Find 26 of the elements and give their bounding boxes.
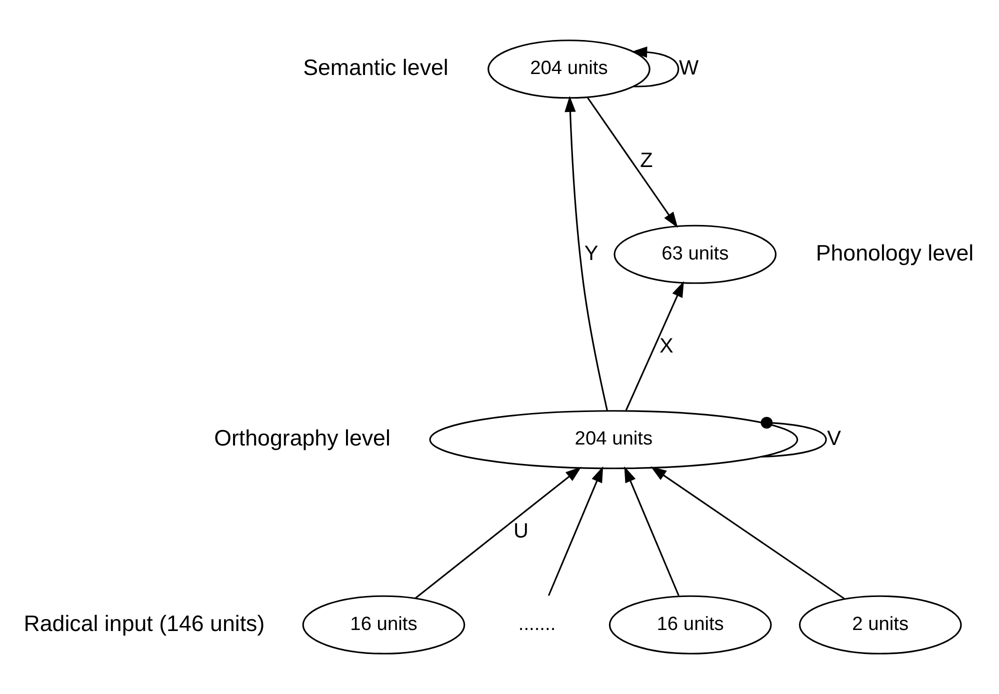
node-ellipse: 204 units — [429, 410, 798, 470]
arrow — [624, 466, 680, 596]
arrow — [587, 97, 678, 228]
arrow — [414, 466, 582, 599]
node-ellipse: 204 units — [488, 40, 650, 99]
node-ellipse: 16 units — [302, 595, 466, 654]
arrow — [650, 466, 845, 600]
arrow — [564, 96, 608, 411]
connector — [760, 416, 827, 458]
arrow — [548, 466, 604, 596]
edge-label: W — [678, 56, 699, 80]
node-label: Orthography level — [214, 426, 390, 451]
edge-label: Z — [640, 149, 653, 172]
arrow — [631, 46, 680, 88]
node-ellipse: 16 units — [608, 595, 772, 654]
edge-label: X — [659, 334, 674, 358]
label: Radical input (146 units) — [24, 610, 265, 636]
node-ellipse: 63 units — [614, 224, 777, 284]
edge-label: Y — [584, 242, 598, 265]
node-label: Semantic level — [303, 55, 448, 80]
arrow — [625, 281, 684, 411]
node-ellipse: 2 units — [798, 595, 962, 654]
edge-label: V — [827, 427, 841, 450]
node-text: ....... — [518, 614, 556, 635]
node-label: Phonology level — [816, 240, 974, 266]
edge-label: U — [514, 520, 529, 543]
